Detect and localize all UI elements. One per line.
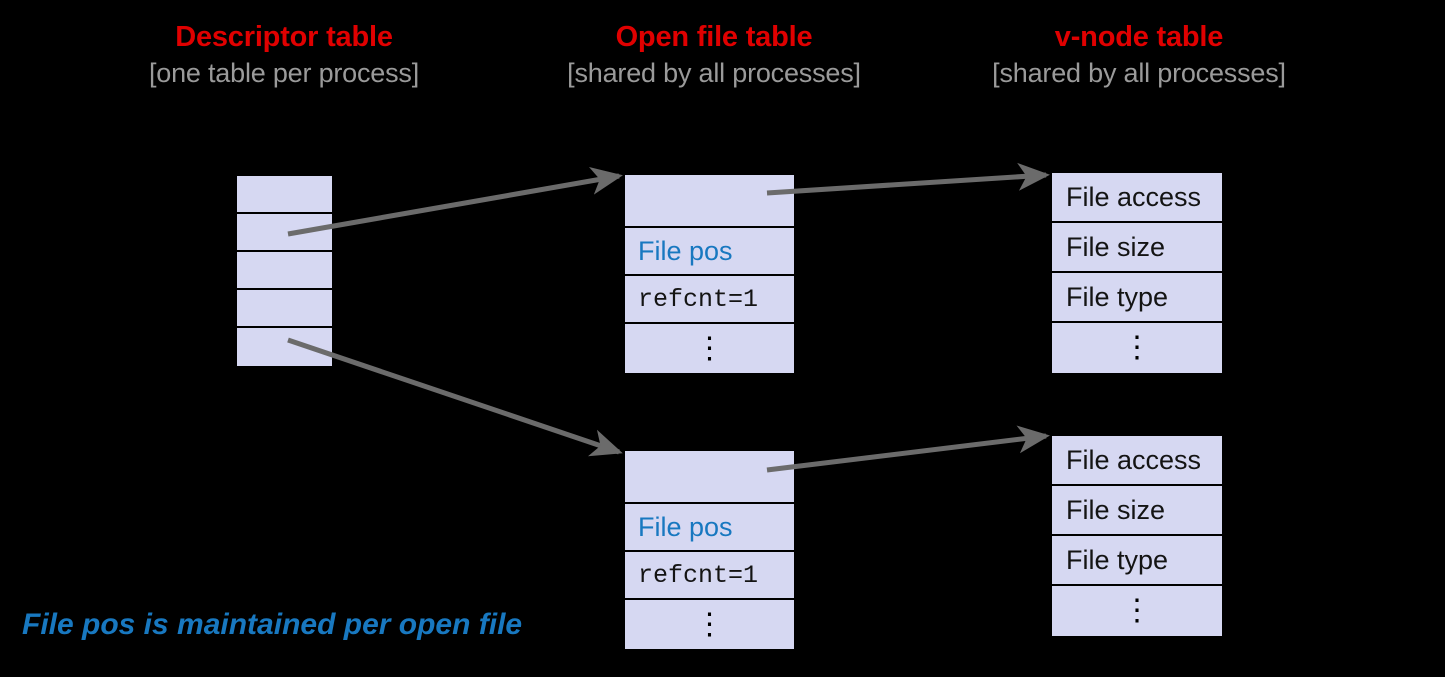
open-file-row-label: refcnt=1 xyxy=(638,560,759,590)
arrow-oft1-to-vnode1 xyxy=(766,162,1050,196)
vnode-row-file-type[interactable]: File type xyxy=(1052,273,1222,323)
vnode-row-label: File type xyxy=(1066,544,1169,575)
arrow-oft2-to-vnode2 xyxy=(766,425,1050,473)
open-file-row-ellipsis: ⋮ xyxy=(625,600,794,649)
vertical-ellipsis-icon: ⋮ xyxy=(1122,594,1152,627)
heading-title: v-node table xyxy=(1054,21,1224,53)
heading-subtitle: [shared by all processes] xyxy=(567,58,861,89)
descriptor-table-row[interactable] xyxy=(237,252,332,290)
descriptor-table-row[interactable] xyxy=(237,290,332,328)
heading-title: Open file table xyxy=(615,21,813,53)
vnode-row-label: File access xyxy=(1066,444,1202,475)
open-file-row-label: File pos xyxy=(638,235,733,266)
open-file-row-refcnt[interactable]: refcnt=1 xyxy=(625,276,794,324)
vertical-ellipsis-icon: ⋮ xyxy=(694,331,725,365)
vnode-table-1: File access File size File type ⋮ xyxy=(1050,171,1224,373)
vnode-row-ellipsis: ⋮ xyxy=(1052,323,1222,373)
vnode-row-file-size[interactable]: File size xyxy=(1052,486,1222,536)
vnode-row-file-type[interactable]: File type xyxy=(1052,536,1222,586)
vnode-row-label: File size xyxy=(1066,494,1166,525)
open-file-row-label: File pos xyxy=(638,511,733,542)
vnode-row-label: File size xyxy=(1066,231,1166,262)
open-file-row-file-pos[interactable]: File pos xyxy=(625,504,794,552)
heading-subtitle: [shared by all processes] xyxy=(992,58,1286,89)
footnote-text: File pos is maintained per open file xyxy=(22,608,523,641)
arrow-desc-row2-to-oft1 xyxy=(287,167,623,237)
vnode-table-2: File access File size File type ⋮ xyxy=(1050,434,1224,636)
open-file-row-blank[interactable] xyxy=(625,175,794,228)
vnode-row-file-access[interactable]: File access xyxy=(1052,436,1222,486)
open-file-row-ellipsis: ⋮ xyxy=(625,324,794,373)
vertical-ellipsis-icon: ⋮ xyxy=(694,607,725,641)
descriptor-table xyxy=(235,174,334,366)
descriptor-table-row[interactable] xyxy=(237,214,332,252)
arrow-desc-row5-to-oft2 xyxy=(287,337,623,457)
vnode-row-label: File type xyxy=(1066,281,1169,312)
heading-vnode-table: v-node table [shared by all processes] xyxy=(920,20,1358,90)
vnode-row-ellipsis: ⋮ xyxy=(1052,586,1222,636)
descriptor-table-row[interactable] xyxy=(237,176,332,214)
descriptor-table-row[interactable] xyxy=(237,328,332,366)
open-file-table-1: File pos refcnt=1 ⋮ xyxy=(623,173,796,373)
vnode-row-file-access[interactable]: File access xyxy=(1052,173,1222,223)
heading-subtitle: [one table per process] xyxy=(148,58,420,89)
open-file-row-file-pos[interactable]: File pos xyxy=(625,228,794,276)
heading-open-file-table: Open file table [shared by all processes… xyxy=(490,20,938,90)
open-file-row-refcnt[interactable]: refcnt=1 xyxy=(625,552,794,600)
heading-descriptor-table: Descriptor table [one table per process] xyxy=(64,20,504,90)
open-file-row-blank[interactable] xyxy=(625,451,794,504)
vnode-row-label: File access xyxy=(1066,181,1202,212)
heading-title: Descriptor table xyxy=(175,21,393,53)
open-file-table-2: File pos refcnt=1 ⋮ xyxy=(623,449,796,649)
vertical-ellipsis-icon: ⋮ xyxy=(1122,331,1152,364)
vnode-row-file-size[interactable]: File size xyxy=(1052,223,1222,273)
open-file-row-label: refcnt=1 xyxy=(638,284,759,314)
